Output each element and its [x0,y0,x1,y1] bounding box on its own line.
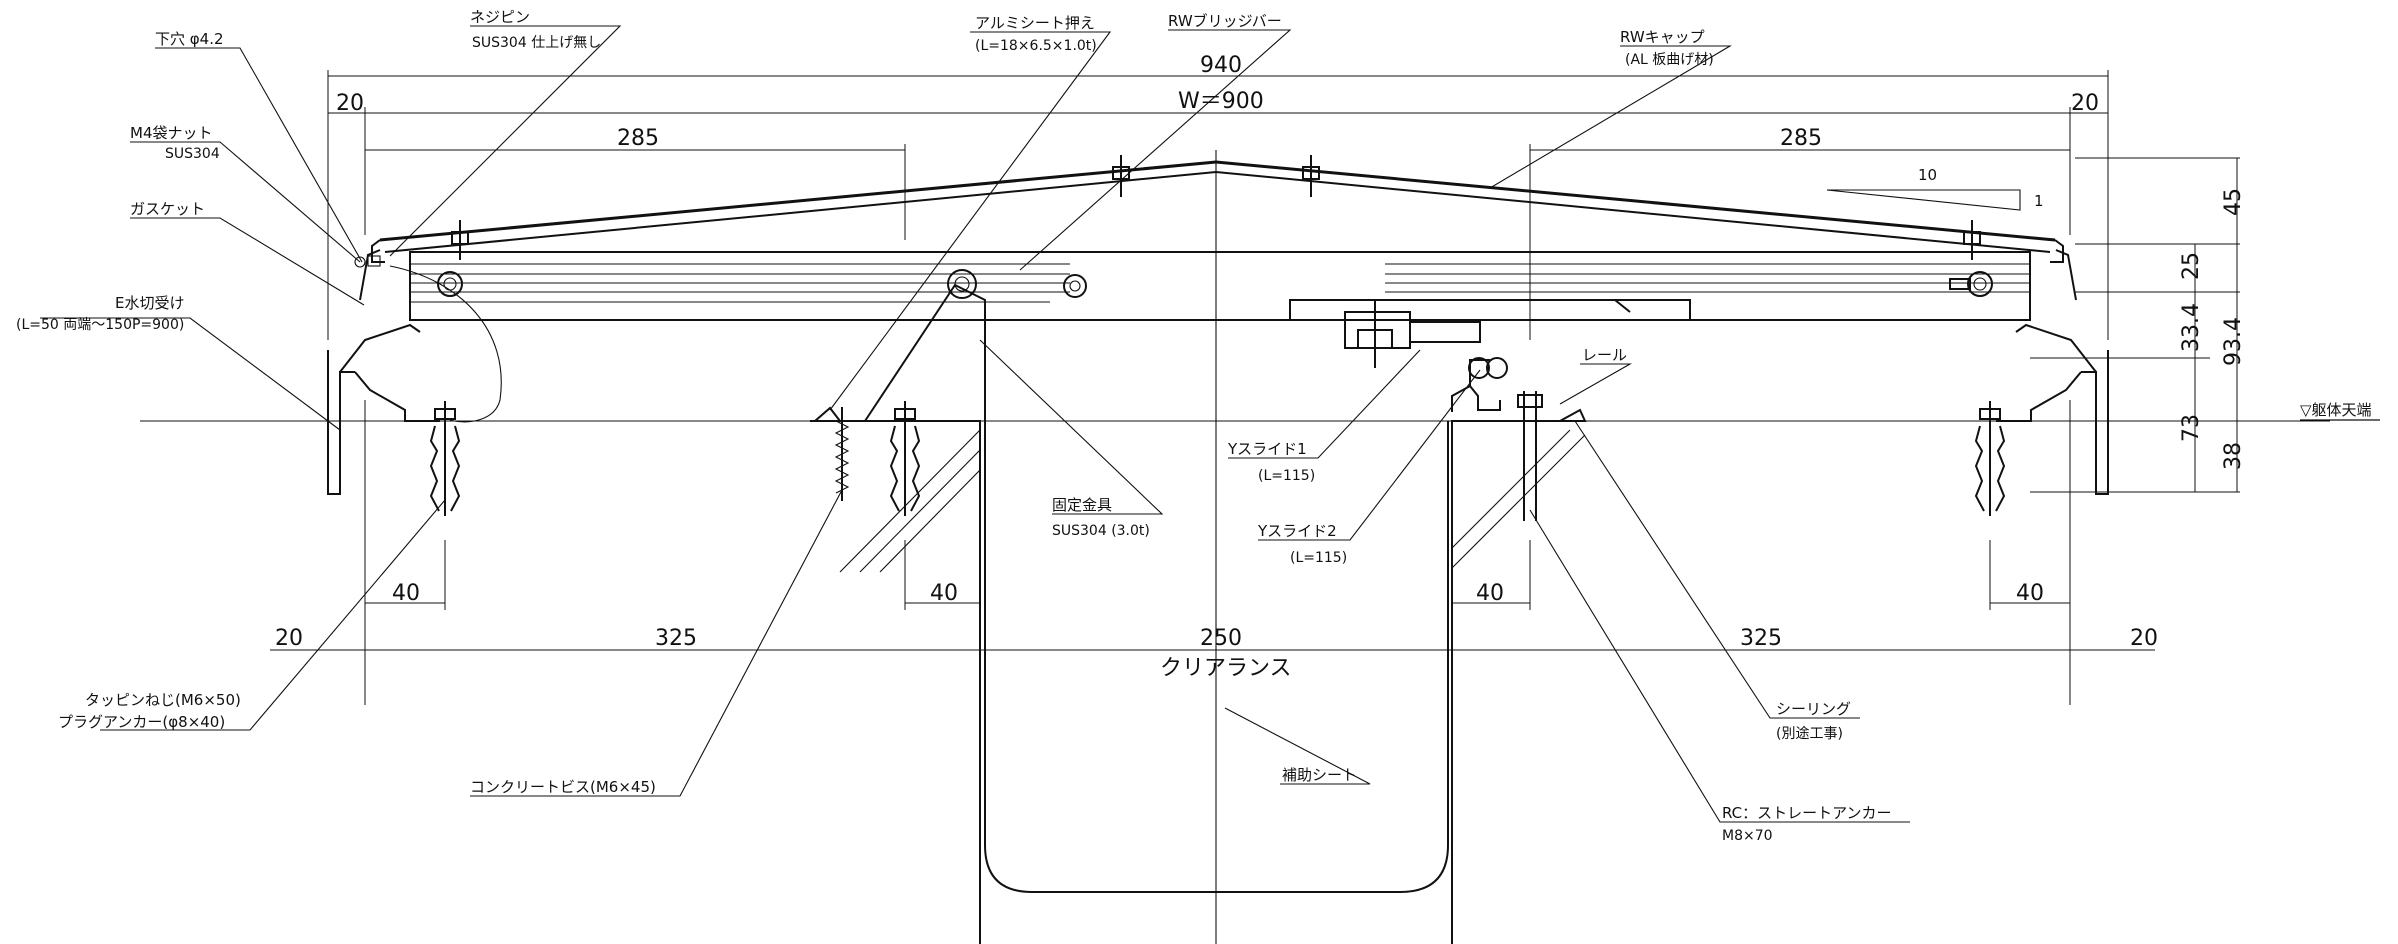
label-nejipin: ネジピン [470,8,530,26]
dim-h45: 45 [2221,188,2246,216]
dim-right-span: 285 [1780,126,1822,151]
slope-rise: 1 [2034,192,2044,210]
auxiliary-sheet [984,421,1449,893]
dim-bottom-40-a: 40 [392,581,420,606]
label-rw-bridge: RWブリッジバー [1168,12,1282,30]
label-m4-nut: M4袋ナット [130,124,213,142]
label-kotei-kanagu: 固定金具 [1052,496,1112,514]
top-dimensions [327,70,2109,340]
label-rc-anchor: RC：ストレートアンカー [1722,804,1892,822]
plug-anchors [429,391,2006,521]
dim-left-edge: 20 [336,91,364,116]
label-sealing-sub: (別途工事) [1776,725,1843,742]
bottom-dimensions [270,400,2155,705]
cap-bolts [451,155,1981,260]
label-e-mizukiri-sub: (L=50 両端～150P=900) [16,317,184,333]
label-tappin: タッピンねじ(M6×50) [85,691,241,709]
label-nejipin-sub: SUS304 仕上げ無し [472,35,601,51]
label-clearance: クリアランス [1160,656,1292,681]
rw-cap [371,160,2064,263]
label-e-mizukiri: E水切受け [115,294,184,312]
label-hojo-sheet: 補助シート [1282,766,1357,784]
label-rw-cap: RWキャップ [1620,28,1705,46]
dim-bottom-250: 250 [1200,626,1242,651]
label-plug: プラグアンカー(φ8×40) [58,713,225,731]
label-alumi-sheet-sub: (L=18×6.5×1.0t) [975,38,1097,54]
dim-bottom-20-right: 20 [2130,626,2158,651]
label-y-slide1: Yスライド1 [1227,440,1307,458]
label-m4-nut-sub: SUS304 [165,146,220,162]
dim-bottom-20-left: 20 [275,626,303,651]
label-rail: レール [1582,346,1627,364]
dim-bottom-40-d: 40 [2016,581,2044,606]
label-y-slide2-sub: (L=115) [1290,550,1347,566]
dim-bottom-325-right: 325 [1740,626,1782,651]
label-y-slide1-sub: (L=115) [1258,468,1315,484]
dim-overall: 940 [1200,53,1242,78]
y-slide-assembly [1344,300,1508,412]
slope-run: 10 [1918,166,1937,184]
label-concrete-bis: コンクリートビス(M6×45) [470,778,656,796]
label-rw-cap-sub: (AL 板曲げ材) [1625,52,1714,68]
label-sealing: シーリング [1776,700,1851,718]
dim-left-span: 285 [617,126,659,151]
dim-h33-4: 33.4 [2179,303,2204,352]
fixing-bracket [864,283,986,422]
slope-indicator: 10 1 [1826,166,2044,211]
dim-h38: 38 [2221,442,2246,470]
left-end-gutter [327,249,502,495]
label-shita-ana: 下穴 φ4.2 [155,30,224,48]
dim-h93-4: 93.4 [2221,317,2246,366]
leader-lines [40,25,1910,823]
slab-gap [810,406,1587,944]
right-vertical-dimensions [2030,157,2240,493]
label-kutai-tenbata: ▽躯体天端 [2300,401,2372,419]
label-kotei-kanagu-sub: SUS304 (3.0t) [1052,523,1150,539]
dim-right-edge: 20 [2071,91,2099,116]
label-alumi-sheet: アルミシート押え [975,14,1095,32]
dim-h73: 73 [2179,414,2204,442]
rw-bridge-bar [409,251,2031,321]
dim-h25: 25 [2179,252,2204,280]
dim-bottom-40-b: 40 [930,581,958,606]
dim-width: W＝900 [1178,89,1264,114]
dim-bottom-325-left: 325 [655,626,697,651]
label-y-slide2: Yスライド2 [1257,522,1337,540]
label-rc-anchor-sub: M8×70 [1722,828,1773,844]
right-end-gutter [1996,249,2109,495]
dim-bottom-40-c: 40 [1476,581,1504,606]
label-gasket: ガスケット [130,200,205,218]
